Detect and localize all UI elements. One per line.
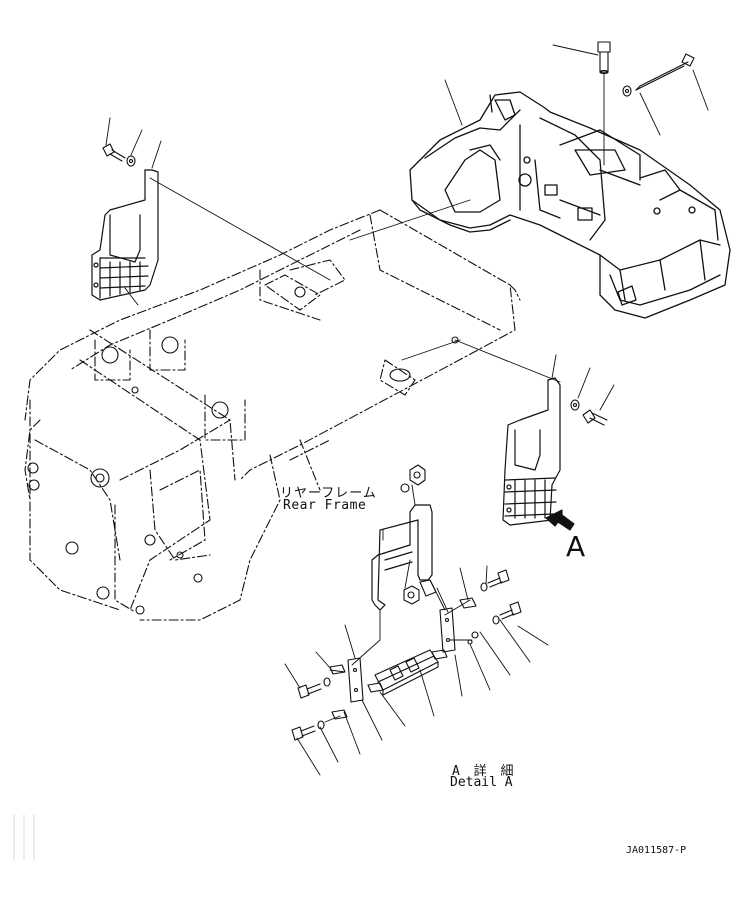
detail-a-step-tread: [374, 649, 439, 696]
frame-holes: [27, 286, 459, 615]
lifting-eye: [597, 41, 611, 75]
view-arrow-icon: [545, 509, 575, 531]
leader-lines: [105, 44, 709, 776]
left-washer: [126, 155, 136, 167]
left-step-bracket: [91, 169, 159, 301]
detail-a-bracket: [371, 504, 433, 611]
right-washer: [570, 399, 580, 411]
washer-top: [622, 85, 632, 97]
rear-frame-label-en: Rear Frame: [283, 498, 367, 513]
detail-a-label-jp: A 詳 細: [452, 764, 517, 779]
detail-a-bolts: [291, 569, 522, 741]
drawing-code: JA011587-P: [626, 845, 687, 856]
detail-a-nut-mid: [403, 585, 420, 605]
detail-a-nut-top: [400, 464, 426, 493]
long-bolt: [635, 53, 695, 91]
left-bolt: [102, 143, 126, 162]
detail-a-plates: [329, 579, 477, 720]
scan-marks: [13, 814, 35, 861]
detail-a-label-en: Detail A: [450, 775, 513, 790]
detail-view-letter: A: [566, 530, 586, 563]
rear-frame: [24, 209, 521, 621]
rear-frame-label-jp: リヤーフレーム: [280, 486, 377, 501]
right-bolt: [582, 409, 608, 426]
right-step-bracket: [502, 377, 561, 526]
counterweight: [409, 91, 731, 319]
